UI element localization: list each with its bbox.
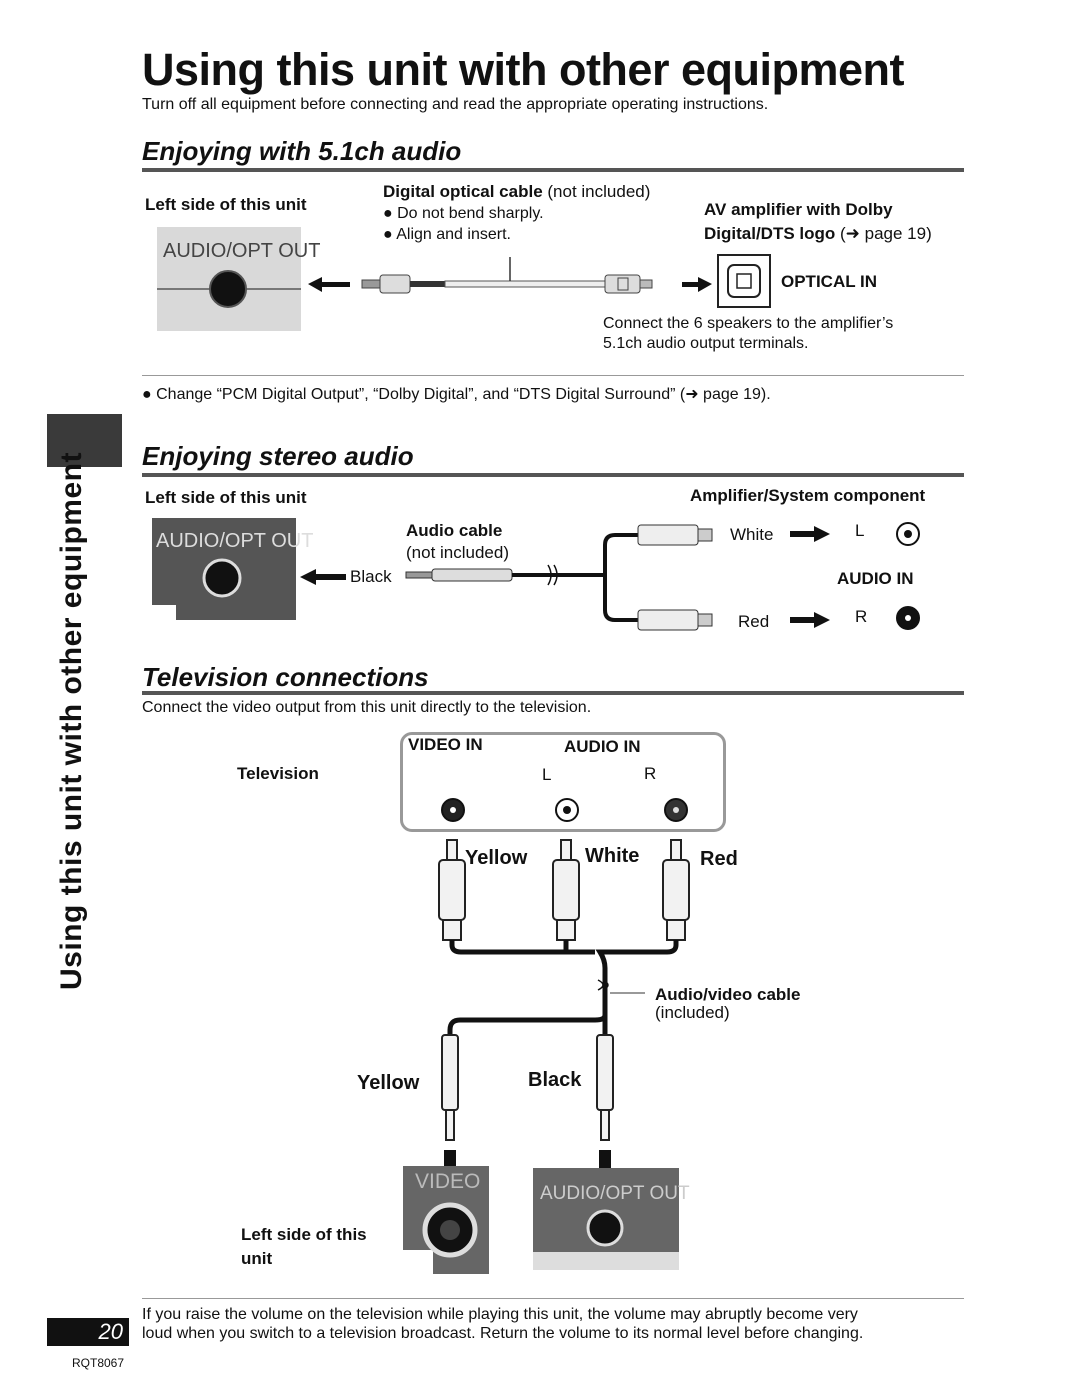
side-tab-block — [47, 414, 122, 467]
footer-note-line2: loud when you switch to a television bro… — [142, 1325, 864, 1342]
panel-label-stereo: AUDIO/OPT OUT — [156, 530, 314, 552]
rule-stereo — [142, 473, 964, 477]
heading-51ch: Enjoying with 5.1ch audio — [142, 136, 462, 166]
heading-stereo: Enjoying stereo audio — [142, 441, 414, 471]
audio-in-label-tv: AUDIO IN — [564, 737, 641, 756]
unit-label-tv-line1: Left side of this — [241, 1225, 367, 1244]
arrow-right-icon — [682, 277, 712, 292]
white-top-label: White — [585, 845, 640, 867]
optical-in-icon — [717, 254, 771, 308]
page-number: 20 — [47, 1318, 129, 1346]
amp-label-51-line1: AV amplifier with Dolby — [704, 200, 893, 219]
page-title: Using this unit with other equipment — [142, 44, 904, 95]
change-note: ● Change “PCM Digital Output”, “Dolby Di… — [142, 386, 771, 403]
document-code: RQT8067 — [72, 1356, 125, 1370]
black-bottom-label: Black — [528, 1069, 582, 1091]
red-label-stereo: Red — [738, 612, 770, 631]
heading-tv: Television connections — [142, 662, 429, 692]
tv-label: Television — [237, 764, 319, 783]
cable-label-51: Digital optical cable (not included) — [383, 182, 651, 201]
arrow-left-icon — [308, 277, 350, 292]
unit-label-tv-line2: unit — [241, 1249, 273, 1268]
speakers-line2: 5.1ch audio output terminals. — [603, 335, 809, 352]
rule-51ch — [142, 168, 964, 172]
l-label-tv: L — [542, 765, 552, 784]
av-cable-note: (included) — [655, 1003, 730, 1022]
page-intro: Turn off all equipment before connecting… — [142, 96, 769, 113]
bullet-align: ● Align and insert. — [383, 226, 511, 243]
tv-diagram — [403, 798, 690, 1274]
speakers-line1: Connect the 6 speakers to the amplifier’… — [603, 315, 894, 332]
panel-label-51: AUDIO/OPT OUT — [163, 240, 321, 262]
side-section-label: Using this unit with other equipment — [55, 452, 88, 990]
video-in-label: VIDEO IN — [408, 735, 483, 754]
tv-intro: Connect the video output from this unit … — [142, 699, 592, 716]
black-label-stereo: Black — [350, 567, 392, 586]
yellow-top-label: Yellow — [465, 847, 528, 869]
bullet-no-bend: ● Do not bend sharply. — [383, 205, 544, 222]
arrow-right-icon — [790, 526, 830, 542]
white-label-stereo: White — [730, 525, 774, 544]
stereo-diagram — [152, 518, 920, 631]
amp-label-51-line2: Digital/DTS logo (➜ page 19) — [704, 224, 932, 243]
l-label-stereo: L — [855, 521, 865, 540]
unit-label-stereo: Left side of this unit — [145, 488, 307, 507]
unit-label-51: Left side of this unit — [145, 195, 307, 214]
arrow-left-icon — [300, 569, 346, 585]
divider-51 — [142, 375, 964, 376]
footer-note-line1: If you raise the volume on the televisio… — [142, 1306, 858, 1323]
audio-cable-note: (not included) — [406, 543, 510, 562]
amp-label-stereo: Amplifier/System component — [690, 486, 926, 505]
r-label-stereo: R — [855, 607, 868, 626]
optical-diagram — [157, 227, 771, 331]
red-top-label: Red — [700, 848, 738, 870]
optical-in-label: OPTICAL IN — [781, 272, 878, 291]
arrow-right-icon — [790, 612, 830, 628]
rule-tv — [142, 691, 964, 695]
audio-in-label-stereo: AUDIO IN — [837, 569, 914, 588]
divider-footer — [142, 1298, 964, 1299]
optical-out-jack — [209, 270, 247, 308]
audio-out-jack — [202, 558, 242, 598]
video-panel-label: VIDEO — [415, 1170, 481, 1193]
r-label-tv: R — [644, 764, 657, 783]
audio-panel-label-tv: AUDIO/OPT OUT — [540, 1183, 690, 1204]
audio-out-jack-tv — [586, 1209, 624, 1247]
av-cable-label: Audio/video cable — [655, 985, 801, 1004]
tv-panel — [400, 732, 726, 832]
yellow-bottom-label: Yellow — [357, 1072, 420, 1094]
audio-cable-label: Audio cable — [406, 521, 503, 540]
